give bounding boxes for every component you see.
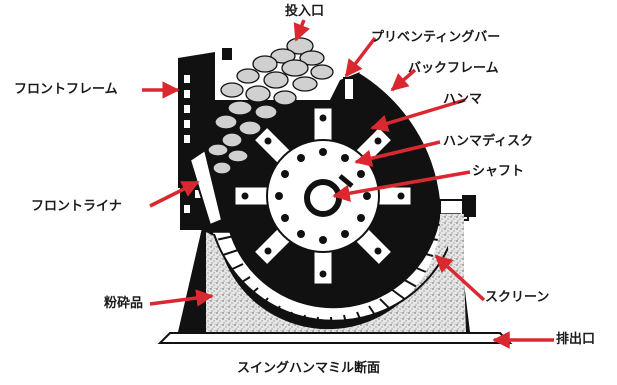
label-crushed-product: 粉砕品 [104,296,144,311]
label-front-liner: フロントライナ [31,199,122,214]
preventing-bar [343,77,355,101]
inlet-hopper [222,48,232,60]
label-shaft: シャフト [472,164,525,179]
label-back-frame: バックフレーム [408,61,499,76]
shaft [304,179,342,217]
label-hammer: ハンマ [443,92,483,107]
leader-arrows [142,19,554,349]
back-frame-arc [359,70,444,201]
label-outlet: 排出口 [556,332,596,347]
label-front-frame: フロントフレーム [14,82,118,97]
label-preventing-bar: プリベンティングバー [371,30,501,45]
base-plate [157,332,513,344]
label-screen: スクリーン [485,290,550,305]
diagram-caption: スイングハンマミル断面 [236,361,380,376]
feed-material [207,37,334,175]
disc-holes [275,148,371,244]
hammer-pins [241,114,405,278]
label-inlet: 投入口 [285,4,325,19]
front-liner [188,148,224,227]
label-hammer-disc: ハンマディスク [443,134,534,149]
